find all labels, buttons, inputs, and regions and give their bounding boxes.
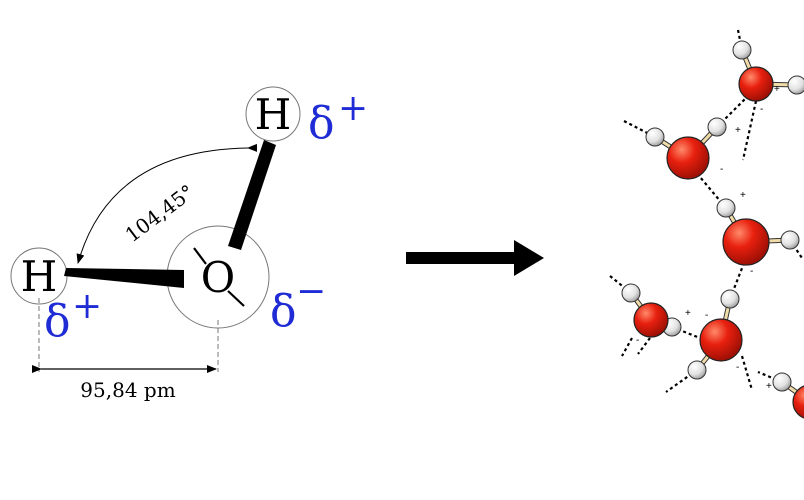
minus-mark-1: - [720, 164, 723, 175]
transition-arrow [406, 240, 544, 276]
svg-text:+: + [72, 286, 102, 327]
hydrogen-atom-3 [707, 117, 727, 137]
svg-text:−: − [296, 271, 326, 312]
hydrogen-atom-9 [687, 360, 707, 380]
minus-mark-5: - [636, 335, 639, 346]
lone-pair-lower [227, 290, 245, 307]
hydrogen-atom-1 [787, 75, 804, 95]
hydrogen-left-label: H [21, 252, 58, 301]
hydrogen-bond-cluster: +++++------ [609, 29, 804, 419]
plus-mark-4: + [774, 84, 780, 95]
hydrogen-bond-6 [609, 275, 632, 294]
hydrogen-atom-6 [621, 283, 641, 303]
hydrogen-bond-12 [740, 355, 754, 391]
hydrogen-atom-8 [720, 289, 740, 309]
hydrogen-atom-10 [772, 372, 792, 392]
wedge-bond-top [228, 140, 276, 250]
partial-charge-top: δ + [308, 88, 368, 149]
single-molecule: 104,45° O H H δ + δ + δ − 95,84 pm [10, 86, 368, 402]
oxygen-label: O [201, 253, 235, 302]
minus-mark-2: - [750, 266, 753, 277]
hydrogen-bond-10 [757, 370, 783, 384]
minus-mark-0: - [760, 104, 763, 115]
svg-text:δ: δ [308, 98, 335, 149]
hydrogen-atom-2 [645, 127, 665, 147]
minus-mark-4: - [736, 362, 739, 373]
hydrogen-atom-0 [732, 40, 752, 60]
partial-charge-oxygen: δ − [270, 271, 326, 337]
hydrogen-atom-5 [780, 230, 800, 250]
plus-mark-1: + [740, 190, 746, 201]
svg-text:δ: δ [44, 296, 71, 347]
plus-mark-0: + [735, 125, 741, 136]
svg-text:δ: δ [270, 286, 297, 337]
hydrogen-bond-11 [621, 337, 633, 357]
svg-text:+: + [338, 88, 368, 129]
oxygen-atom-5 [792, 385, 804, 419]
plus-mark-3: + [766, 381, 772, 392]
hydrogen-bond-1 [741, 100, 758, 161]
hydrogen-bond-13 [637, 337, 651, 355]
hydrogen-top-label: H [255, 90, 292, 139]
oxygen-atom-4 [699, 318, 743, 362]
hydrogen-bond-5 [789, 239, 803, 259]
oxygen-atom-0 [738, 66, 774, 102]
oxygen-atom-3 [633, 302, 669, 338]
oxygen-atom-1 [666, 136, 710, 180]
charge-marks: +++++------ [636, 84, 780, 392]
hydrogen-atom-4 [716, 198, 736, 218]
plus-mark-2: + [685, 308, 691, 319]
oxygen-atoms [633, 66, 804, 419]
bond-length-label: 95,84 pm [80, 378, 175, 402]
hydrogen-top-circle [245, 86, 301, 142]
partial-charge-left: δ + [44, 286, 102, 347]
minus-mark-3: - [705, 310, 708, 321]
oxygen-atom-2 [722, 218, 770, 266]
bond-angle-arc [76, 143, 258, 264]
wedge-bond-left [64, 268, 184, 288]
